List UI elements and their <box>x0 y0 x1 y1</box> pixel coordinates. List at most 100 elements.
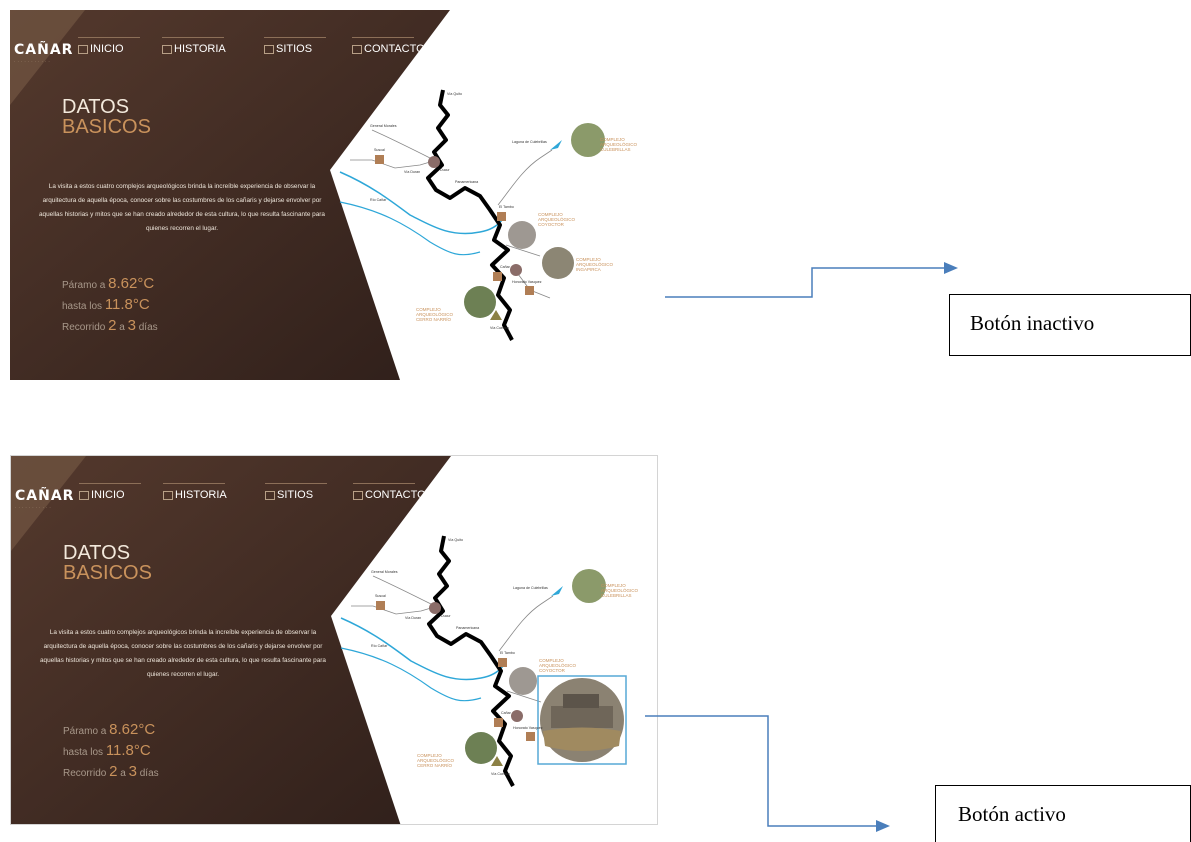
nav-label: CONTACTO <box>365 489 426 501</box>
stat-label: a <box>116 322 128 333</box>
nav-icon <box>79 490 89 500</box>
nav-historia[interactable]: HISTORIA <box>162 37 226 55</box>
site-photo-narrio[interactable] <box>464 286 496 318</box>
nav-inicio[interactable]: INICIO <box>79 483 141 501</box>
map-label: Vía Quito <box>448 538 463 542</box>
river-line <box>339 171 503 235</box>
map-label: Honorato Vasquez <box>512 280 542 284</box>
square-marker <box>375 155 384 164</box>
stat-value: 11.8°C <box>104 296 150 313</box>
site-photo-narrio[interactable] <box>465 732 497 764</box>
lagoon-shape <box>551 586 563 596</box>
site-label-culebrillas[interactable]: COMPLEJO ARQUEOLÓGICO CULEBRILLAS <box>600 137 638 152</box>
nav-contacto[interactable]: CONTACTO <box>353 483 426 501</box>
map-label: General Morales <box>371 570 398 574</box>
highway-line <box>427 535 515 787</box>
title-line1: DATOS <box>63 542 131 564</box>
nav-sitios[interactable]: SITIOS <box>265 483 327 501</box>
map-label: Cañar <box>501 711 511 715</box>
site-photo-ingapirca[interactable] <box>542 247 574 279</box>
nav-bar <box>79 483 141 484</box>
logo-subtitle: · · · · · · · · · · · <box>14 59 51 64</box>
ruins-shape <box>551 706 613 728</box>
map-label: Cañar <box>500 265 510 269</box>
title-line1: DATOS <box>62 96 130 118</box>
nav-bar <box>264 37 326 38</box>
stat-label: Páramo a <box>63 726 110 737</box>
logo[interactable]: CAÑAR <box>15 488 75 504</box>
site-label-narrio[interactable]: COMPLEJO ARQUEOLÓGICO CERRO NARRÍO <box>416 307 454 322</box>
map-label: Vía Duran <box>404 170 421 174</box>
stat-label: días <box>135 322 158 333</box>
square-marker <box>376 601 385 610</box>
site-photo-culebrillas[interactable] <box>571 123 605 157</box>
logo[interactable]: CAÑAR <box>14 42 74 58</box>
triangle-marker <box>491 756 503 766</box>
road-line-4 <box>506 690 542 703</box>
site-label-narrio[interactable]: COMPLEJO ARQUEOLÓGICO CERRO NARRÍO <box>417 753 455 768</box>
nav-icon <box>353 490 363 500</box>
site-photo-culebrillas[interactable] <box>572 569 606 603</box>
map-label: Vía Cuenca <box>490 326 509 330</box>
stat-paramo: Páramo a 8.62°C <box>63 721 155 738</box>
nav-icon <box>352 44 362 54</box>
screenshot-active: CAÑAR · · · · · · · · · · · INICIO HISTO… <box>10 455 658 825</box>
arrow-line-inactive <box>665 267 945 298</box>
stat-value: 2 <box>108 317 117 334</box>
site-label-culebrillas[interactable]: COMPLEJO ARQUEOLÓGICO CULEBRILLAS <box>601 583 639 598</box>
map-label: Río Cañar <box>370 198 387 202</box>
nav-bar <box>353 483 415 484</box>
nav-contacto[interactable]: CONTACTO <box>352 37 425 55</box>
nav-label: CONTACTO <box>364 43 425 55</box>
nav-icon <box>264 44 274 54</box>
map-label: Suscal <box>375 594 386 598</box>
stat-recorrido: Recorrido 2 a 3 días <box>63 763 159 780</box>
map-label: El Tambo <box>500 651 515 655</box>
map-label: Vía Quito <box>447 92 462 96</box>
nav-inicio[interactable]: INICIO <box>78 37 140 55</box>
nav-sitios[interactable]: SITIOS <box>264 37 326 55</box>
arrow-line-active <box>645 715 876 827</box>
site-photo-coyoctor[interactable] <box>508 221 536 249</box>
map-label: Laguna de Culebrillas <box>512 140 547 144</box>
stat-label: Páramo a <box>62 280 109 291</box>
nav-historia[interactable]: HISTORIA <box>163 483 227 501</box>
nav-bar <box>265 483 327 484</box>
lagoon-shape <box>550 140 562 150</box>
intro-paragraph: La visita a estos cuatro complejos arque… <box>40 629 326 678</box>
stat-value: 2 <box>109 763 118 780</box>
circle-marker <box>511 710 523 722</box>
page-background <box>10 10 605 380</box>
nav-label: SITIOS <box>277 489 314 501</box>
stat-hasta: hasta los 11.8°C <box>63 742 151 759</box>
title-line2: BASICOS <box>63 562 152 584</box>
ground-shape <box>543 727 621 751</box>
nav-label: HISTORIA <box>174 43 226 55</box>
map-label: Río Cañar <box>371 644 388 648</box>
stat-value: 8.62°C <box>108 275 155 292</box>
ruins-shape <box>563 694 599 708</box>
site-label-coyoctor[interactable]: COMPLEJO ARQUEOLÓGICO COYOCTOR <box>538 212 576 227</box>
river-line <box>340 617 504 681</box>
map-label: General Morales <box>370 124 397 128</box>
stat-value: 3 <box>128 763 137 780</box>
site-label-coyoctor[interactable]: COMPLEJO ARQUEOLÓGICO COYOCTOR <box>539 658 577 673</box>
site-photo-coyoctor[interactable] <box>509 667 537 695</box>
nav-label: HISTORIA <box>175 489 227 501</box>
road-line <box>350 159 431 169</box>
stat-value: 3 <box>127 317 136 334</box>
corner-accent <box>11 456 86 551</box>
intro-paragraph: La visita a estos cuatro complejos arque… <box>39 183 325 232</box>
map-label: Panamericana <box>455 180 479 184</box>
road-line <box>351 605 432 615</box>
stat-label: días <box>136 768 159 779</box>
stat-label: Recorrido <box>62 322 109 333</box>
map-label: Vía Cuenca <box>491 772 510 776</box>
active-button-frame[interactable] <box>537 675 627 765</box>
map-label: Vía Duran <box>405 616 422 620</box>
site-label-ingapirca[interactable]: COMPLEJO ARQUEOLÓGICO INGAPIRCA <box>576 257 614 272</box>
square-marker <box>525 286 534 295</box>
square-marker <box>526 732 535 741</box>
nav-icon <box>78 44 88 54</box>
